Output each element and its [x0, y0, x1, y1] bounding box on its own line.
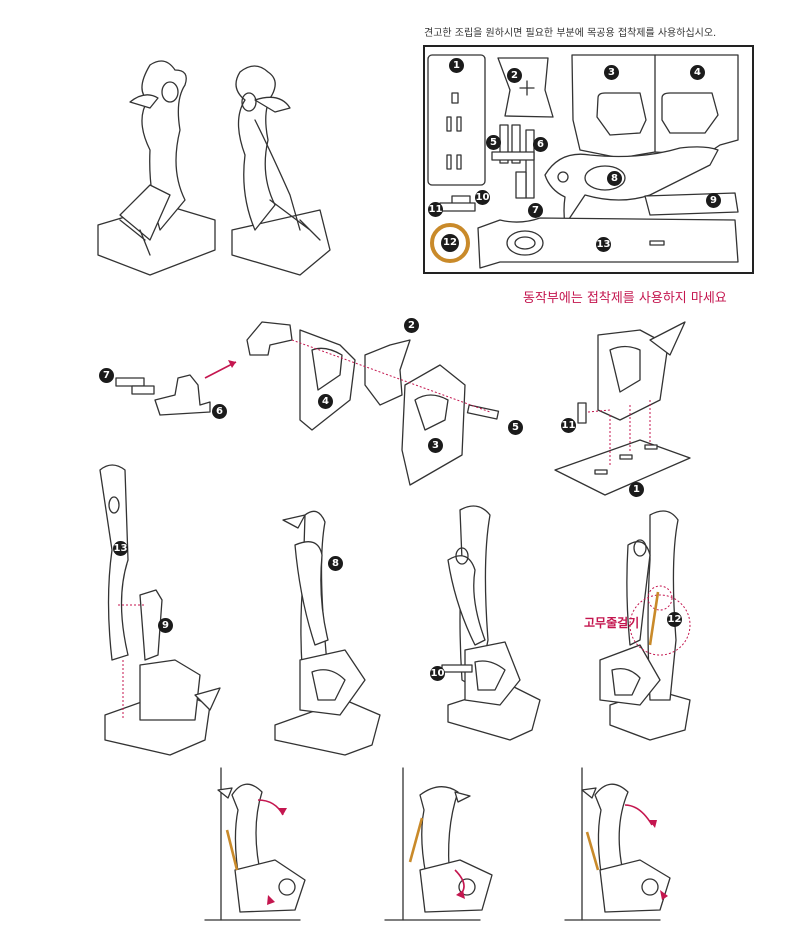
- step1-label-2: 2: [404, 318, 419, 333]
- parts-sheet-frame: [423, 45, 754, 274]
- part-number-13: 13: [596, 237, 611, 252]
- step3-label-9: 9: [158, 618, 173, 633]
- part-number-1: 1: [449, 58, 464, 73]
- step1-label-5: 5: [508, 420, 523, 435]
- part-number-4: 4: [690, 65, 705, 80]
- step1-label-3: 3: [428, 438, 443, 453]
- part-number-2: 2: [507, 68, 522, 83]
- step6-label-12: 12: [667, 612, 682, 627]
- step1-label-6: 6: [212, 404, 227, 419]
- step2-label-1: 1: [629, 482, 644, 497]
- part-number-6: 6: [533, 137, 548, 152]
- glue-hint-text: 견고한 조립을 원하시면 필요한 부분에 목공용 접착제를 사용하십시오.: [424, 28, 717, 39]
- step2-label-11: 11: [561, 418, 576, 433]
- step4-label-8: 8: [328, 556, 343, 571]
- part-number-8: 8: [607, 171, 622, 186]
- part-number-12: 12: [441, 234, 459, 252]
- part-number-11: 11: [428, 202, 443, 217]
- rubber-band-label: 고무줄걸기: [584, 616, 640, 630]
- step5-label-10: 10: [430, 666, 445, 681]
- step1-label-4: 4: [318, 394, 333, 409]
- part-number-9: 9: [706, 193, 721, 208]
- part-number-5: 5: [486, 135, 501, 150]
- step1-label-7: 7: [99, 368, 114, 383]
- step3-label-13: 13: [113, 541, 128, 556]
- part-number-7: 7: [528, 203, 543, 218]
- no-glue-warning-text: 동작부에는 접착제를 사용하지 마세요: [523, 291, 727, 306]
- part-number-10: 10: [475, 190, 490, 205]
- part-number-3: 3: [604, 65, 619, 80]
